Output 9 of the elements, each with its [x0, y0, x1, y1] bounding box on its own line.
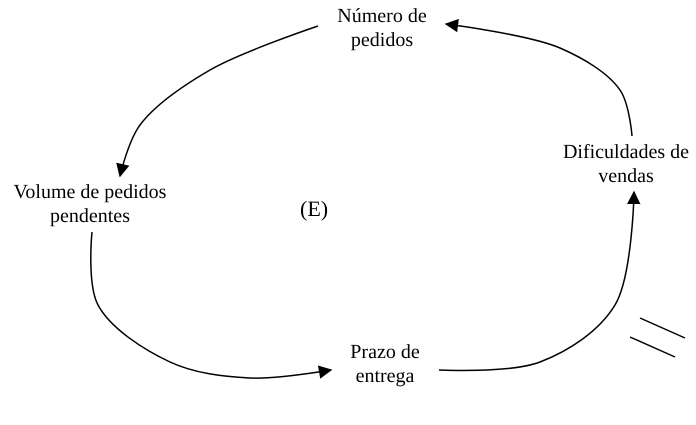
loop-label: (E)	[300, 196, 328, 222]
node-label: Número de pedidos	[322, 4, 442, 52]
arrow	[444, 18, 633, 136]
arrow	[90, 232, 332, 379]
node-label: Volume de pedidos pendentes	[0, 180, 180, 228]
arrow	[438, 190, 640, 372]
arrow	[116, 25, 318, 178]
node-label: Dificuldades de vendas	[560, 140, 692, 188]
node-label: Prazo de entrega	[335, 340, 435, 388]
